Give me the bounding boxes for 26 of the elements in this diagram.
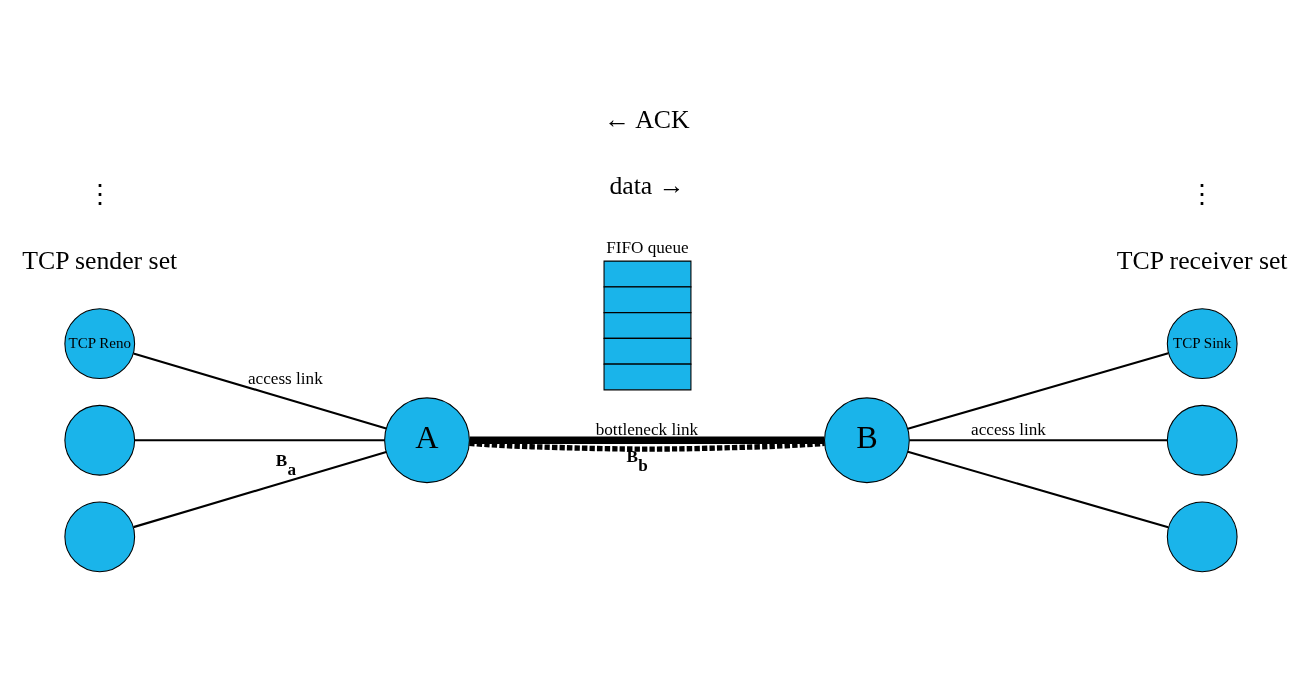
connector	[469, 436, 825, 444]
label: TCP sender set	[22, 245, 178, 275]
label: ⋮	[1189, 179, 1216, 209]
connector	[133, 351, 387, 430]
label: ← ACK	[604, 104, 690, 134]
node-circle: A	[384, 396, 470, 483]
edge-label: bottleneck link	[595, 419, 699, 439]
connector	[907, 351, 1169, 430]
connector	[469, 440, 825, 452]
connector	[133, 450, 387, 528]
connector	[909, 438, 1168, 441]
node-circle	[64, 500, 136, 572]
edge-label: access link	[247, 368, 323, 388]
node-circle: TCP Sink	[1166, 307, 1238, 379]
connector	[907, 450, 1169, 528]
label: data →	[609, 170, 685, 200]
node-label: FIFO queue	[606, 237, 689, 257]
edge-label: access link	[971, 419, 1046, 439]
node-circle	[1166, 500, 1238, 572]
node-circle: B	[824, 396, 910, 483]
label: ⋮	[86, 179, 113, 209]
node-circle	[1166, 404, 1238, 476]
node-circle: TCP Reno	[64, 307, 136, 379]
node-circle	[64, 404, 136, 476]
label: TCP receiver set	[1116, 245, 1288, 275]
connector	[134, 438, 385, 441]
